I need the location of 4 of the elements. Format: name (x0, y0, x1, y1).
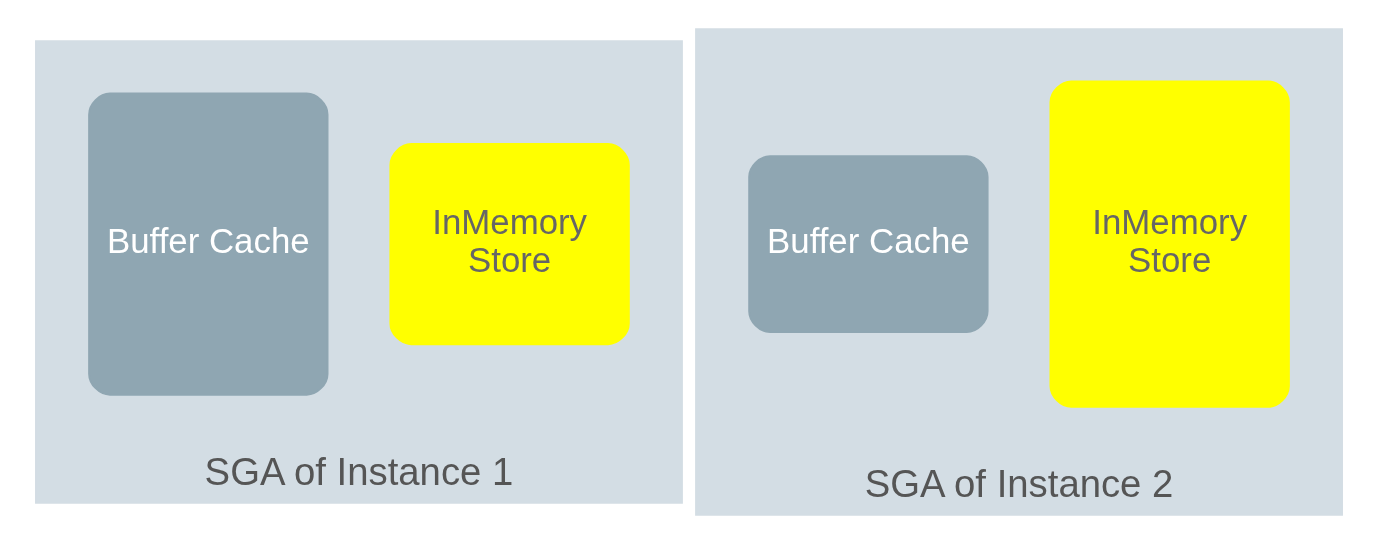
node-box: Buffer Cache (88, 92, 329, 396)
node-box: InMemory Store (389, 143, 630, 346)
node-box: Buffer Cache (748, 155, 989, 333)
node-box: InMemory Store (1049, 80, 1290, 408)
